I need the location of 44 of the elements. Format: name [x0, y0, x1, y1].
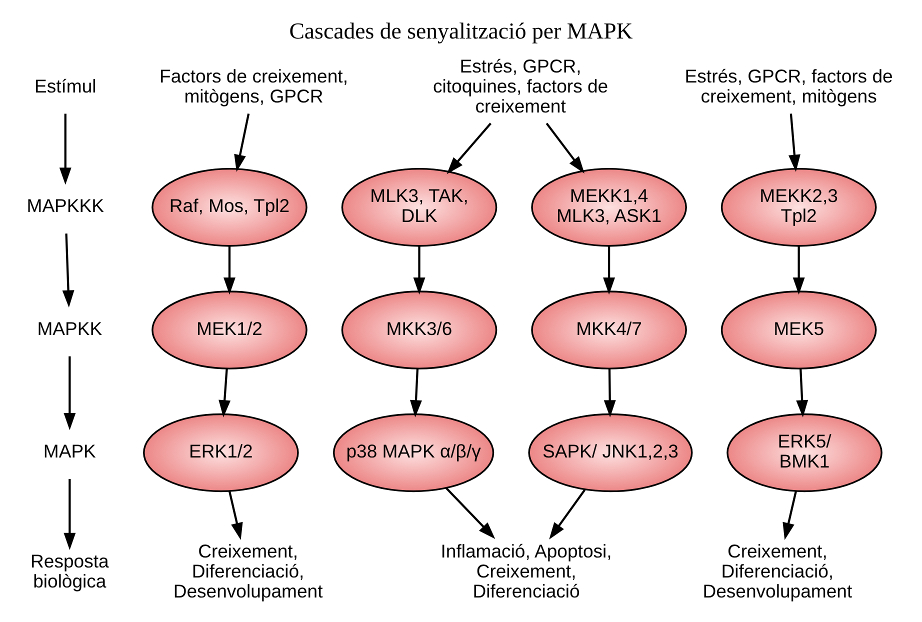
arrow — [796, 368, 808, 417]
node-text: MAPKK — [37, 317, 102, 338]
arrow — [603, 246, 616, 294]
node-text: Resposta biològica — [30, 550, 109, 591]
arrow — [62, 233, 74, 307]
node-text: Creixement, Diferenciació, Desenvolupament — [173, 540, 323, 601]
arrow — [410, 368, 422, 417]
arrow — [446, 122, 492, 174]
node-ellipse: MLK3, TAK, DLK — [341, 167, 498, 246]
arrow — [782, 490, 797, 540]
node-ellipse: p38 MAPK α/β/γ — [332, 412, 494, 492]
node-ellipse: Raf, Mos, Tpl2 — [152, 167, 308, 246]
node-text: MAPKKK — [26, 194, 104, 216]
arrow — [445, 486, 496, 538]
arrow — [218, 368, 231, 417]
arrow — [546, 122, 584, 173]
arrow — [64, 356, 76, 430]
arrow — [228, 490, 243, 540]
node-ellipse: MKK3/6 — [341, 290, 498, 369]
node-ellipse: ERK5/ BMK1 — [726, 412, 882, 492]
arrow — [64, 478, 76, 550]
node-text: Estrés, GPCR, factors de creixement, mitògens — [684, 64, 893, 106]
node-text: Estrés, GPCR, citoquines, factors de creixement — [433, 54, 608, 116]
diagram-title: Cascades de senyalització per MAPK — [289, 18, 633, 44]
arrow — [788, 113, 800, 172]
arrow — [792, 246, 805, 294]
arrow — [604, 368, 616, 417]
arrow — [413, 246, 426, 294]
node-ellipse: MKK4/7 — [531, 290, 687, 369]
arrow — [549, 488, 586, 539]
node-ellipse: MEK1/2 — [152, 290, 308, 369]
node-text: Estímul — [34, 74, 96, 96]
node-ellipse: MEKK1,4 MLK3, ASK1 — [531, 167, 687, 246]
node-ellipse: ERK1/2 — [143, 412, 299, 492]
node-ellipse: SAPK/ JNK1,2,3 — [528, 412, 693, 492]
arrow — [223, 246, 236, 294]
arrow — [59, 113, 72, 184]
node-text: Factors de creixement, mitògens, GPCR — [160, 64, 348, 106]
node-text: MAPK — [43, 440, 96, 462]
arrow — [234, 113, 250, 172]
node-text: Inflamació, Apoptosi, Creixement, Diferenciació — [440, 540, 612, 601]
node-ellipse: MEK5 — [720, 290, 877, 369]
node-text: Creixement, Diferenciació, Desenvolupament — [702, 540, 852, 601]
node-ellipse: MEKK2,3 Tpl2 — [720, 167, 877, 246]
